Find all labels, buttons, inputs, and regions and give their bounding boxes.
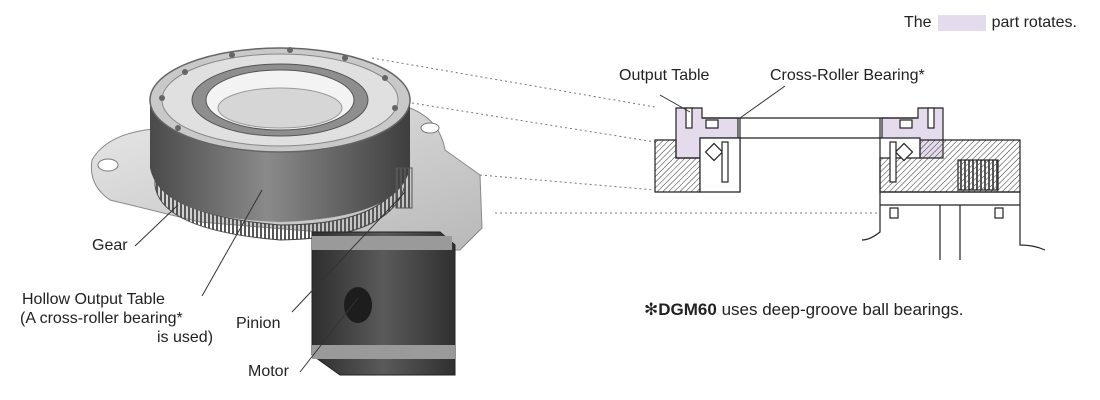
footnote: ✻DGM60 uses deep-groove ball bearings.: [644, 300, 964, 320]
footnote-text: uses deep-groove ball bearings.: [721, 300, 964, 319]
flange-hole-left: [97, 158, 119, 172]
leader-hollow-output-table: [201, 189, 263, 297]
label-motor: Motor: [248, 363, 289, 380]
pinion: [395, 167, 413, 209]
leader-pinion: [291, 191, 406, 313]
legend-text-after: part rotates.: [991, 14, 1077, 31]
flange-hole-right: [420, 122, 440, 134]
label-gear: Gear: [92, 237, 128, 254]
label-pinion: Pinion: [236, 315, 281, 332]
label-cross-roller-bearing: Cross-Roller Bearing*: [770, 67, 925, 84]
footnote-model: DGM60: [658, 300, 717, 319]
leader-output-table: [659, 94, 691, 113]
label-hollow-output-table: Hollow Output Table: [22, 291, 165, 308]
label-hollow-note-line2: is used): [157, 329, 214, 346]
leader-gear: [134, 204, 179, 247]
leader-lines-left: [134, 189, 406, 373]
bearing-roller-left: [704, 142, 724, 162]
label-hollow-note-line1: (A cross-roller bearing*: [20, 310, 183, 327]
bearing-roller-right: [894, 142, 914, 162]
leader-cross-roller: [739, 85, 786, 119]
cross-section: [654, 85, 1046, 260]
label-output-table: Output Table: [619, 67, 710, 84]
leader-motor: [299, 297, 359, 373]
motor-housing-section: [861, 191, 1046, 251]
footnote-asterisk: ✻: [644, 300, 659, 319]
legend-swatch: [937, 15, 986, 31]
projection-lines: [371, 57, 880, 214]
legend-text-before: The: [904, 14, 932, 31]
legend: The part rotates.: [904, 12, 1077, 34]
product-illustration: [90, 47, 483, 376]
